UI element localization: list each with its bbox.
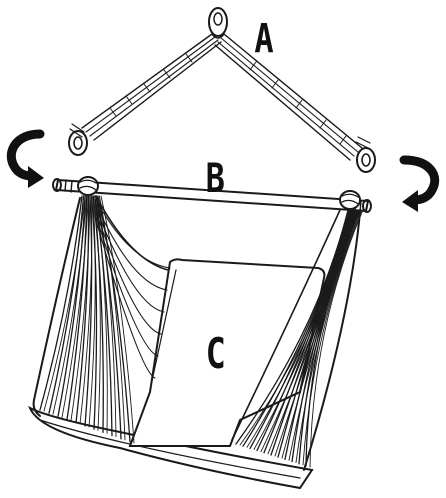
rope-loop-left (69, 124, 87, 155)
label-a: A (254, 14, 273, 61)
rope-right (215, 34, 362, 160)
rope-strand-left (92, 196, 97, 429)
rotate-arrow-right (402, 160, 435, 212)
hammock-chair-seat (30, 196, 363, 488)
bar-knot-left (78, 177, 98, 195)
label-c: C (206, 329, 226, 378)
hanger-assembly (69, 8, 375, 172)
bar-knot-right (340, 191, 360, 209)
rope-left (82, 34, 221, 140)
rope-loop-right (356, 137, 375, 172)
label-b: B (206, 154, 225, 201)
rotate-arrow-left (11, 134, 44, 188)
